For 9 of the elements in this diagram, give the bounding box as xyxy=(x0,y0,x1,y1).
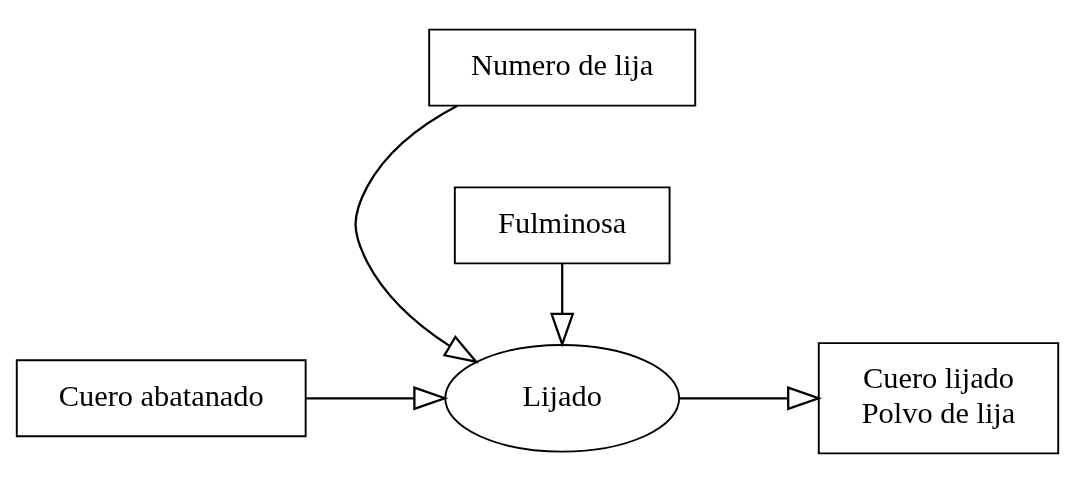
arrow xyxy=(305,385,449,411)
arrow xyxy=(549,262,575,348)
node-box: Numero de lija xyxy=(428,28,697,107)
node-box: Cuero lijado Polvo de lija xyxy=(817,341,1060,454)
node-ellipse: Lijado xyxy=(444,343,681,453)
node-box: Fulminosa xyxy=(453,185,671,264)
arrow xyxy=(354,104,480,363)
arrow xyxy=(679,385,823,411)
node-box: Cuero abatanado xyxy=(15,358,307,437)
